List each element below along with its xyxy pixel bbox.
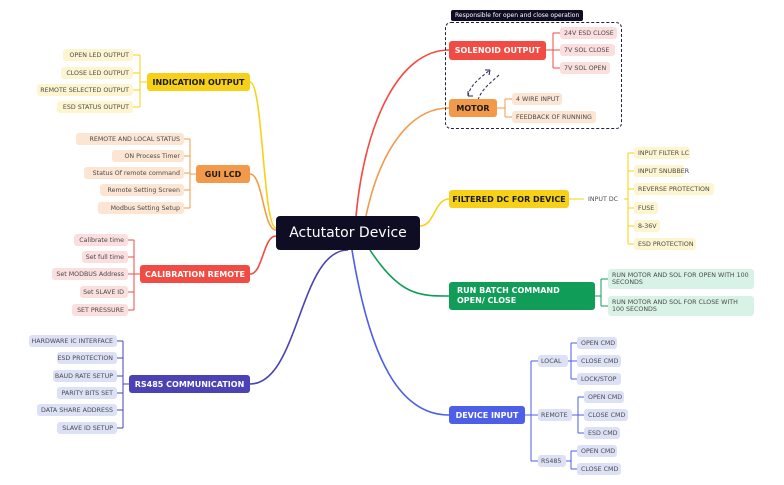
device-input-command[interactable]: CLOSE CMD xyxy=(577,355,621,367)
device-input-group-rs485[interactable]: RS485 xyxy=(538,455,566,467)
gui-lcd-item[interactable]: Modbus Setting Setup xyxy=(98,202,184,214)
link-indication xyxy=(249,81,277,229)
filtered-dc-item[interactable]: FUSE xyxy=(634,202,658,214)
run-batch-node[interactable]: RUN BATCH COMMAND OPEN/ CLOSE xyxy=(449,282,595,310)
link-gui xyxy=(249,173,277,231)
gui-lcd-item[interactable]: Remote Setting Screen xyxy=(100,184,184,196)
run-batch-item[interactable]: RUN MOTOR AND SOL FOR CLOSE WITH 100 SEC… xyxy=(608,296,754,316)
input-dc-node[interactable]: INPUT DC xyxy=(588,195,619,203)
rs485-item[interactable]: HARDWARE IC INTERFACE xyxy=(29,335,117,347)
device-input-node[interactable]: DEVICE INPUT xyxy=(449,406,525,424)
filtered-dc-item[interactable]: INPUT FILTER LC xyxy=(634,147,690,159)
filtered-dc-item[interactable]: ESD PROTECTION xyxy=(634,238,696,250)
rs485-item[interactable]: BAUD RATE SETUP xyxy=(53,370,117,382)
device-input-command[interactable]: OPEN CMD xyxy=(577,337,617,349)
calibration-item[interactable]: Set full time xyxy=(82,251,128,263)
solenoid-motor-group-frame xyxy=(445,22,622,129)
solenoid-output-node[interactable]: SOLENOID OUTPUT xyxy=(449,41,546,60)
calibration-item[interactable]: Set SLAVE ID xyxy=(80,286,128,298)
link-filtered xyxy=(419,198,450,227)
device-input-command[interactable]: OPEN CMD xyxy=(577,445,617,457)
link-rs485 xyxy=(249,249,349,385)
indication-output-node[interactable]: INDICATION OUTPUT xyxy=(147,73,250,91)
gui-lcd-item[interactable]: REMOTE AND LOCAL STATUS xyxy=(76,133,184,145)
calibration-item[interactable]: SET PRESSURE xyxy=(72,304,128,316)
central-topic[interactable]: Actutator Device xyxy=(276,216,420,250)
motor-item[interactable]: 4 WIRE INPUT xyxy=(512,93,562,105)
motor-node[interactable]: MOTOR xyxy=(449,99,497,117)
rs485-item[interactable]: SLAVE ID SETUP xyxy=(57,422,117,434)
rs485-item[interactable]: DATA SHARE ADDRESS xyxy=(37,404,117,416)
indication-item[interactable]: REMOTE SELECTED OUTPUT xyxy=(37,84,133,96)
indication-item[interactable]: CLOSE LED OUTPUT xyxy=(61,67,133,79)
device-input-command[interactable]: OPEN CMD xyxy=(584,391,624,403)
calibration-remote-node[interactable]: CALIBRATION REMOTE xyxy=(140,265,250,283)
motor-item[interactable]: FEEDBACK OF RUNNING xyxy=(512,111,596,123)
solenoid-item[interactable]: 7V SOL OPEN xyxy=(560,62,610,74)
gui-lcd-node[interactable]: GUI LCD xyxy=(196,165,250,183)
solenoid-item[interactable]: 7V SOL CLOSE xyxy=(560,44,615,56)
arrow-motor-to-solenoid xyxy=(467,69,491,97)
device-input-group-remote[interactable]: REMOTE xyxy=(538,409,572,421)
device-input-group-local[interactable]: LOCAL xyxy=(538,355,568,367)
link-batch xyxy=(369,249,450,297)
calibration-item[interactable]: Calibrate time xyxy=(74,234,128,246)
gui-lcd-item[interactable]: Status Of remote command xyxy=(84,167,184,179)
calibration-item[interactable]: Set MODBUS Address xyxy=(52,268,128,280)
indication-item[interactable]: OPEN LED OUTPUT xyxy=(63,49,133,61)
link-solenoid xyxy=(355,49,450,217)
rs485-communication-node[interactable]: RS485 COMMUNICATION xyxy=(129,375,250,393)
device-input-command[interactable]: CLOSE CMD xyxy=(577,463,621,475)
device-input-command[interactable]: ESD CMD xyxy=(584,427,620,439)
filtered-dc-node[interactable]: FILTERED DC FOR DEVICE xyxy=(449,190,569,208)
frame-note: Responsible for open and close operation xyxy=(451,10,584,21)
rs485-item[interactable]: PARITY BITS SET xyxy=(57,387,117,399)
device-input-command[interactable]: CLOSE CMD xyxy=(584,409,628,421)
link-device-input xyxy=(351,249,450,416)
run-batch-item[interactable]: RUN MOTOR AND SOL FOR OPEN WITH 100 SECO… xyxy=(608,269,754,289)
rs485-item[interactable]: ESD PROTECTION xyxy=(57,352,117,364)
link-motor xyxy=(365,107,450,217)
filtered-dc-item[interactable]: 8-36V xyxy=(634,220,660,232)
link-calibration xyxy=(249,235,277,275)
filtered-dc-item[interactable]: REVERSE PROTECTION xyxy=(634,183,714,195)
gui-lcd-item[interactable]: ON Process Timer xyxy=(112,150,184,162)
arrow-solenoid-to-motor xyxy=(477,73,501,101)
device-input-command[interactable]: LOCK/STOP xyxy=(577,373,621,385)
solenoid-item[interactable]: 24V ESD CLOSE xyxy=(560,27,617,39)
filtered-dc-item[interactable]: INPUT SNUBBER xyxy=(634,165,689,177)
arrow-head-down xyxy=(467,91,473,97)
arrow-head-up xyxy=(485,69,491,76)
indication-item[interactable]: ESD STATUS OUTPUT xyxy=(57,101,133,113)
